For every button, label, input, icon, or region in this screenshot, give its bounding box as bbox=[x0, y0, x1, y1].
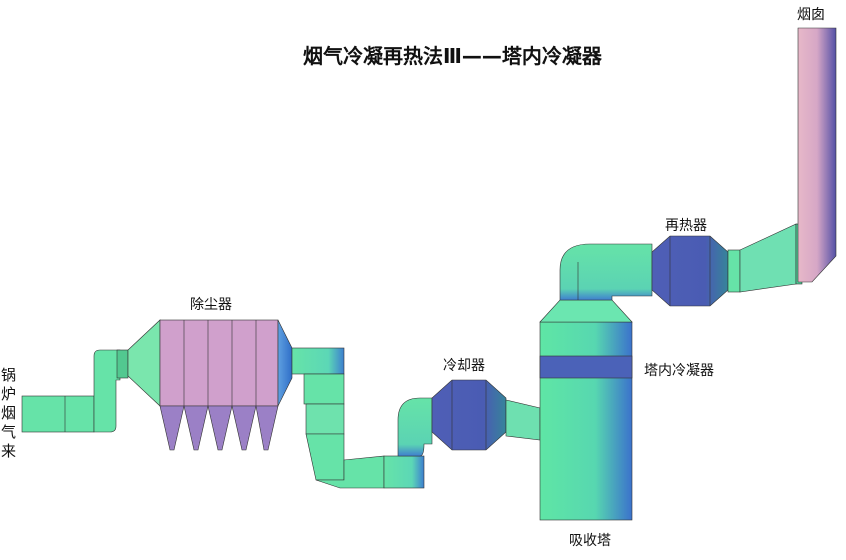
chimney-inlet-cone bbox=[739, 223, 797, 293]
reheater-outlet bbox=[727, 249, 741, 293]
hopper-5 bbox=[255, 405, 279, 451]
condenser-label: 塔内冷凝器 bbox=[644, 363, 714, 379]
cooler-vessel bbox=[431, 379, 507, 451]
inlet-elbow bbox=[93, 349, 121, 433]
duct-down-2 bbox=[305, 403, 345, 435]
inlet-duct bbox=[21, 395, 95, 433]
cooler-outlet-cone bbox=[505, 399, 541, 441]
reheater-vessel bbox=[651, 235, 729, 307]
hopper-3 bbox=[207, 405, 233, 451]
duct-bottom bbox=[383, 455, 425, 489]
tower-outlet-bend bbox=[559, 243, 653, 301]
hopper-1 bbox=[159, 405, 185, 451]
cooler-inlet-elbow bbox=[397, 397, 433, 457]
hopper-4 bbox=[231, 405, 257, 451]
chimney bbox=[797, 27, 837, 283]
duct-down-3 bbox=[305, 433, 345, 481]
dust-outlet-cone bbox=[277, 319, 293, 407]
cooler-label: 冷却器 bbox=[443, 358, 485, 374]
chimney-label: 烟囱 bbox=[797, 7, 825, 23]
absorber-label: 吸收塔 bbox=[569, 533, 611, 549]
dust-collector-body bbox=[159, 319, 279, 407]
diagram-title: 烟气冷凝再热法Ⅲ——塔内冷凝器 bbox=[303, 44, 602, 68]
duct-down-1 bbox=[303, 373, 345, 405]
hopper-2 bbox=[183, 405, 209, 451]
inlet-riser bbox=[116, 349, 129, 379]
dust-collector-label: 除尘器 bbox=[190, 297, 232, 313]
inlet-label: 锅炉烟气来 bbox=[1, 366, 17, 460]
tower-top bbox=[539, 299, 633, 323]
in-tower-condenser bbox=[539, 355, 633, 379]
dust-inlet-cone bbox=[127, 319, 161, 407]
absorber-tower bbox=[539, 321, 633, 521]
duct-dust-out bbox=[291, 347, 345, 375]
reheater-label: 再热器 bbox=[665, 218, 707, 234]
